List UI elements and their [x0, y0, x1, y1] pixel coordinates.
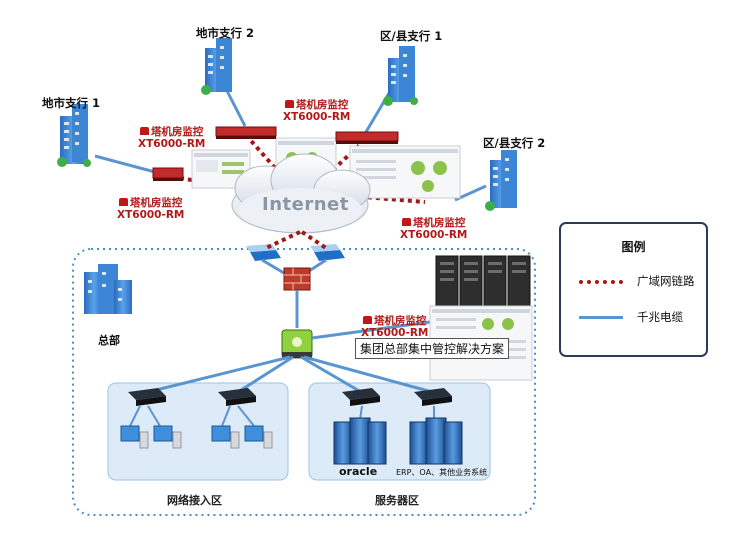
pc-group-1: [120, 425, 182, 449]
business-systems-label: ERP、OA、其他业务系统: [396, 468, 488, 477]
monitor-model: XT6000-RM: [400, 229, 468, 241]
monitor-model: XT6000-RM: [361, 327, 429, 339]
pc-group-2: [211, 425, 273, 449]
building-city-2: [201, 38, 232, 95]
tower-icon: [118, 198, 128, 206]
tower-icon: [284, 100, 294, 108]
server-switch-right: [414, 388, 452, 406]
tower-icon: [139, 127, 149, 135]
monitor-device-top-right: [335, 131, 399, 144]
monitor-product-name: 塔机房监控: [373, 315, 427, 327]
internet-cloud: [231, 153, 371, 234]
monitor-device-top-left: [215, 126, 277, 139]
network-access-zone-label: 网络接入区: [167, 494, 222, 507]
monitor-model: XT6000-RM: [138, 138, 206, 150]
monitor-product-name: 塔机房监控: [150, 126, 204, 138]
headquarters-label: 总部: [98, 334, 120, 347]
monitor-product-name: 塔机房监控: [295, 99, 349, 111]
legend-cable-label: 千兆电缆: [637, 310, 683, 324]
tower-icon: [401, 218, 411, 226]
building-city-1: [57, 104, 91, 167]
monitor-product-name: 塔机房监控: [412, 217, 466, 229]
oracle-label: oracle: [339, 465, 378, 478]
label-city-branch-1: 地市支行 1: [42, 96, 101, 110]
building-county-1: [383, 46, 418, 106]
solution-caption: 集团总部集中管控解决方案: [355, 338, 510, 359]
legend-title: 图例: [621, 240, 646, 254]
monitor-device-left: [152, 167, 184, 181]
cable-branch-1: [94, 154, 156, 174]
core-switch: [281, 329, 313, 359]
monitor-product-name: 塔机房监控: [129, 197, 183, 209]
monitor-model: XT6000-RM: [283, 111, 351, 123]
label-county-branch-2: 区/县支行 2: [483, 136, 546, 150]
firewall: [283, 267, 311, 291]
server-switch-left: [342, 388, 380, 406]
monitor-screenshot-left: [191, 149, 251, 189]
headquarters-boundary: [72, 248, 536, 516]
access-switch-left: [128, 388, 166, 406]
tower-icon: [362, 316, 372, 324]
label-county-branch-1: 区/县支行 1: [380, 29, 443, 43]
internet-label: Internet: [262, 194, 349, 215]
internal-cables: [147, 320, 433, 394]
building-county-2: [485, 150, 517, 211]
legend-wan-label: 广域网链路: [637, 274, 695, 288]
building-headquarters: [84, 264, 132, 314]
rack-cabinets: [435, 255, 531, 307]
network-access-zone: [107, 382, 289, 481]
legend: 图例 广域网链路 千兆电缆: [559, 222, 708, 357]
label-city-branch-2: 地市支行 2: [196, 26, 255, 40]
server-zone-label: 服务器区: [375, 494, 419, 507]
router-left: [246, 244, 281, 261]
business-server: [409, 417, 463, 465]
cable-swatch: [579, 316, 623, 319]
wan-link-swatch: [579, 280, 623, 284]
monitor-model: XT6000-RM: [117, 209, 185, 221]
router-right: [310, 244, 345, 261]
oracle-server: [333, 417, 387, 465]
cable-county-1: [364, 87, 394, 133]
access-switch-right: [218, 388, 256, 406]
